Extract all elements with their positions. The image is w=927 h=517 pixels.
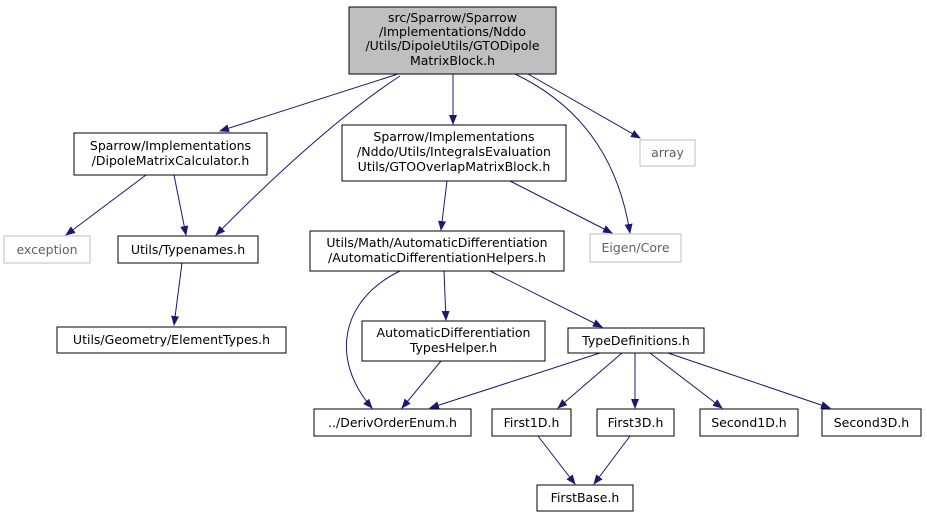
node-root[interactable]: src/Sparrow/Sparrow /Implementations/Ndd… (348, 6, 557, 75)
node-eigen-core-label: Eigen/Core (601, 240, 669, 255)
node-typenames-label: Utils/Typenames.h (131, 242, 245, 257)
edge-types-helper-to-deriv-order-enum (401, 360, 442, 409)
node-first-base-label: FirstBase.h (551, 490, 620, 505)
edge-autodiff-helpers-to-type-definitions (489, 270, 603, 328)
node-array[interactable]: array (639, 139, 696, 167)
node-gto-overlap-line: Utils/GTOOverlapMatrixBlock.h (358, 159, 551, 174)
edge-root-to-eigen-core (514, 73, 633, 234)
node-second1d-label: Second1D.h (711, 415, 786, 430)
edge-type-definitions-to-first1d (557, 352, 623, 409)
node-exception[interactable]: exception (3, 235, 91, 264)
node-gto-overlap[interactable]: Sparrow/Implementations /Nddo/Utils/Inte… (341, 124, 567, 182)
node-element-types-label: Utils/Geometry/ElementTypes.h (73, 332, 270, 347)
node-array-label: array (651, 145, 684, 160)
node-gto-overlap-line: Sparrow/Implementations (373, 129, 534, 144)
node-first-base[interactable]: FirstBase.h (536, 484, 634, 512)
node-first3d[interactable]: First3D.h (596, 408, 675, 437)
node-gto-overlap-line: /Nddo/Utils/IntegralsEvaluation (357, 144, 551, 159)
edge-typenames-to-element-types (171, 262, 183, 326)
edge-root-to-typenames (215, 75, 401, 236)
node-autodiff-helpers[interactable]: Utils/Math/AutomaticDifferentiation /Aut… (309, 230, 565, 272)
edge-dipole-calc-to-typenames (173, 174, 189, 236)
node-root-line: src/Sparrow/Sparrow (388, 10, 517, 25)
node-autodiff-types-helper-line: TypesHelper.h (409, 340, 497, 355)
node-element-types[interactable]: Utils/Geometry/ElementTypes.h (56, 326, 287, 354)
node-autodiff-types-helper[interactable]: AutomaticDifferentiation TypesHelper.h (361, 320, 546, 362)
node-dipole-calc-line: /DipoleMatrixCalculator.h (92, 153, 250, 168)
node-exception-label: exception (16, 242, 77, 257)
node-type-definitions[interactable]: TypeDefinitions.h (567, 327, 705, 354)
edge-autodiff-helpers-to-types-helper (441, 270, 450, 321)
node-eigen-core[interactable]: Eigen/Core (589, 233, 682, 263)
edge-type-definitions-to-deriv-order-enum (429, 352, 601, 410)
node-first1d-label: First1D.h (504, 415, 560, 430)
node-autodiff-types-helper-line: AutomaticDifferentiation (377, 325, 531, 340)
node-autodiff-helpers-line: /AutomaticDifferentiationHelpers.h (328, 250, 546, 265)
edge-root-to-dipole-calc (219, 73, 399, 133)
node-second3d[interactable]: Second3D.h (821, 408, 922, 437)
edge-root-to-array (527, 73, 641, 139)
edge-dipole-calc-to-exception (65, 174, 147, 236)
node-root-line: /Implementations/Nddo (379, 24, 526, 39)
edge-first3d-to-first-base (593, 435, 631, 485)
node-autodiff-helpers-line: Utils/Math/AutomaticDifferentiation (326, 235, 547, 250)
node-typenames[interactable]: Utils/Typenames.h (117, 235, 259, 264)
node-type-definitions-label: TypeDefinitions.h (581, 333, 690, 348)
node-dipole-calc[interactable]: Sparrow/Implementations /DipoleMatrixCal… (73, 132, 268, 176)
node-deriv-order-enum[interactable]: ../DerivOrderEnum.h (313, 408, 472, 437)
node-root-line: MatrixBlock.h (410, 53, 495, 68)
node-deriv-order-enum-label: ../DerivOrderEnum.h (328, 415, 457, 430)
edge-type-definitions-to-second1d (649, 352, 723, 409)
edge-autodiff-helpers-to-deriv-order-enum (345, 270, 401, 409)
edge-gto-overlap-to-autodiff-helpers (438, 180, 448, 231)
edge-gto-overlap-to-eigen-core (509, 180, 613, 234)
node-dipole-calc-line: Sparrow/Implementations (90, 138, 251, 153)
node-first1d[interactable]: First1D.h (491, 408, 572, 437)
node-second1d[interactable]: Second1D.h (699, 408, 799, 437)
node-root-line: /Utils/DipoleUtils/GTODipole (365, 38, 539, 53)
edge-first1d-to-first-base (537, 435, 576, 485)
node-first3d-label: First3D.h (608, 415, 664, 430)
edge-type-definitions-to-second3d (667, 352, 831, 409)
node-second3d-label: Second3D.h (834, 415, 909, 430)
